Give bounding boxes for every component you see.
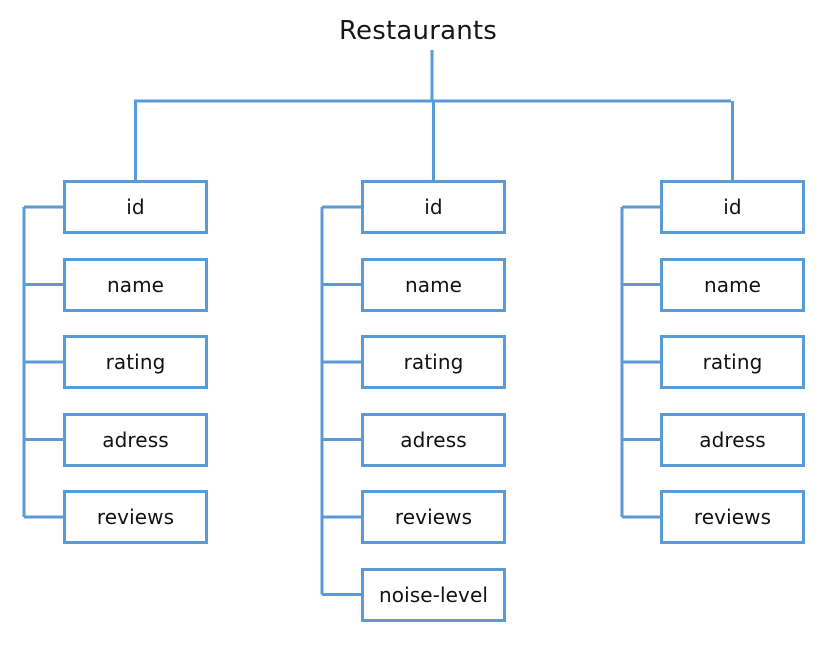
page-title: Restaurants <box>338 16 498 46</box>
field-box-rating[interactable]: rating <box>63 335 208 389</box>
field-label: adress <box>699 427 766 452</box>
field-box-name[interactable]: name <box>660 257 805 312</box>
field-label: name <box>106 272 165 297</box>
field-label: id <box>723 195 742 219</box>
field-label: rating <box>403 350 464 374</box>
field-label: adress <box>102 427 169 452</box>
field-label: reviews <box>96 505 175 529</box>
field-label: rating <box>105 350 166 374</box>
field-label: reviews <box>693 505 772 529</box>
field-box-adress[interactable]: adress <box>63 412 208 467</box>
field-box-adress[interactable]: adress <box>660 412 805 467</box>
field-box-rating[interactable]: rating <box>660 335 805 389</box>
field-label: adress <box>400 427 467 452</box>
field-label: noise-level <box>378 582 489 607</box>
field-box-id[interactable]: id <box>361 180 506 234</box>
field-box-reviews[interactable]: reviews <box>361 490 506 544</box>
field-box-adress[interactable]: adress <box>361 412 506 467</box>
field-label: name <box>404 272 463 297</box>
field-box-id[interactable]: id <box>660 180 805 234</box>
field-label: id <box>424 195 443 219</box>
field-box-id[interactable]: id <box>63 180 208 234</box>
field-box-noise-level[interactable]: noise-level <box>361 567 506 622</box>
field-box-reviews[interactable]: reviews <box>63 490 208 544</box>
field-box-rating[interactable]: rating <box>361 335 506 389</box>
field-label: rating <box>702 350 763 374</box>
field-label: name <box>703 272 762 297</box>
field-label: id <box>126 195 145 219</box>
field-box-name[interactable]: name <box>63 257 208 312</box>
field-box-reviews[interactable]: reviews <box>660 490 805 544</box>
field-label: reviews <box>394 505 473 529</box>
field-box-name[interactable]: name <box>361 257 506 312</box>
